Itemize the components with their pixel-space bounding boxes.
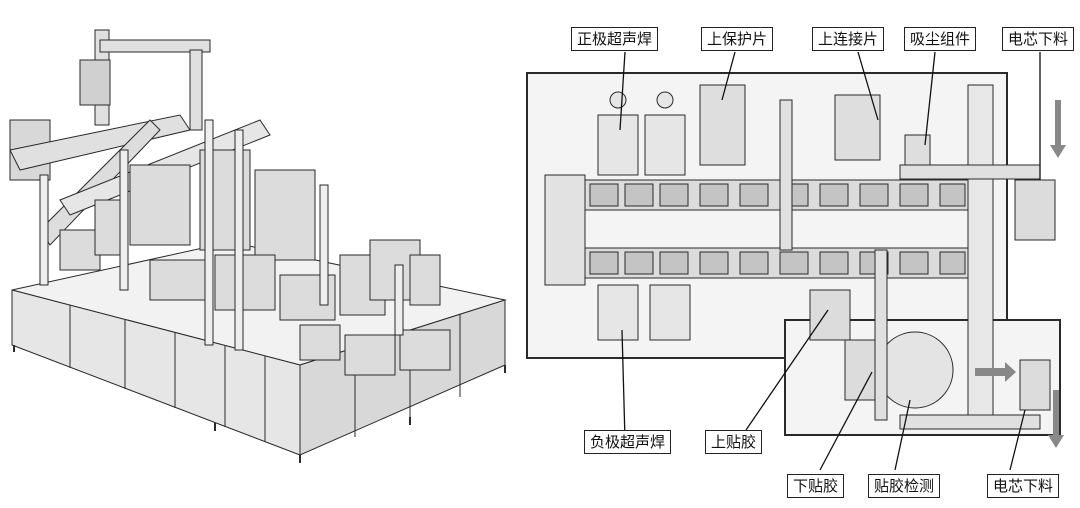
label-bottom-tape: 下贴胶 xyxy=(787,474,845,498)
label-negative-ultrasonic-weld: 负极超声焊 xyxy=(584,430,672,454)
label-cell-unload-top: 电芯下料 xyxy=(1002,27,1075,51)
machine-columns xyxy=(39,119,404,351)
unload-gripper-bottom xyxy=(1019,359,1051,411)
label-dust-component: 吸尘组件 xyxy=(904,27,977,51)
top-connect-module xyxy=(834,94,881,161)
tape-inspect-turntable xyxy=(876,331,954,409)
isometric-machine-view xyxy=(9,29,507,463)
flow-arrows xyxy=(975,100,1066,448)
lower-transfer-bar xyxy=(874,249,888,421)
label-cell-unload-bottom: 电芯下料 xyxy=(987,474,1060,498)
unload-rail-bottom xyxy=(899,414,1041,430)
label-top-protect-sheet: 上保护片 xyxy=(701,27,774,51)
unload-gripper-top xyxy=(1014,179,1056,241)
label-positive-ultrasonic-weld: 正极超声焊 xyxy=(571,27,659,51)
unload-rail-top xyxy=(899,164,1041,180)
conveyor-lower xyxy=(544,247,971,279)
label-tape-inspection: 贴胶检测 xyxy=(868,474,941,498)
unload-rail-vertical xyxy=(967,84,994,416)
conveyor-upper xyxy=(544,179,971,211)
machine-feet xyxy=(13,345,506,463)
positive-weld-stations xyxy=(597,91,686,176)
left-transfer xyxy=(544,174,586,286)
negative-weld-stations xyxy=(597,284,691,341)
top-view-layout xyxy=(526,72,1066,448)
mid-transfer-bar xyxy=(779,99,793,251)
dust-module xyxy=(904,134,931,166)
top-tape-station xyxy=(809,289,851,341)
callout-leaders xyxy=(619,51,1041,471)
label-top-connect-sheet: 上连接片 xyxy=(812,27,885,51)
label-top-tape: 上贴胶 xyxy=(705,430,763,454)
